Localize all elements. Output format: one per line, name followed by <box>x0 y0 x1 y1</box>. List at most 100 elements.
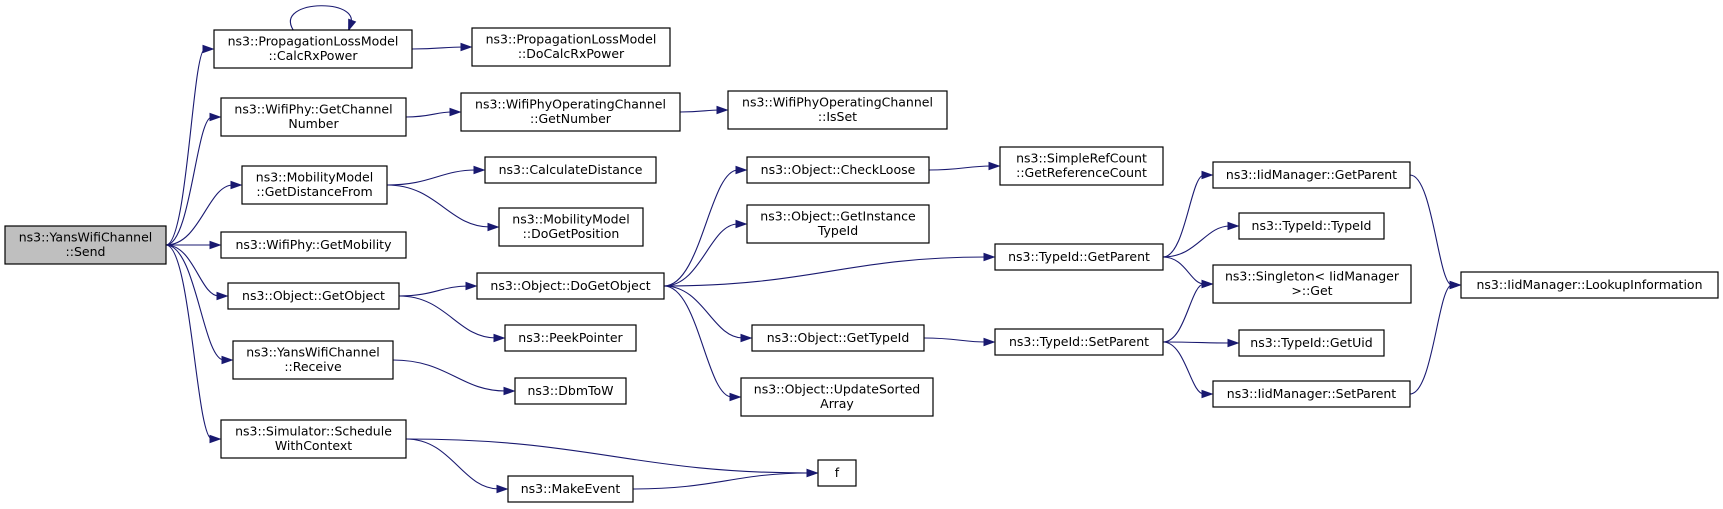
node-calcrx[interactable]: ns3::PropagationLossModel::CalcRxPower <box>213 29 413 69</box>
edge-arrowhead <box>493 333 506 343</box>
node-box <box>999 146 1164 186</box>
edge-line <box>663 285 733 398</box>
edge-arrowhead <box>1227 338 1240 348</box>
node-label: ns3::Singleton< IidManager <box>1225 269 1400 284</box>
edge-makeevent-to-f <box>632 468 819 490</box>
edge-arrowhead <box>209 240 222 250</box>
node-box <box>220 419 407 459</box>
node-singleton[interactable]: ns3::Singleton< IidManager >::Get <box>1212 264 1412 304</box>
edge-dogetobject-to-tgetparent <box>663 252 996 287</box>
edge-line <box>405 438 810 474</box>
node-label: ns3::TypeId::SetParent <box>1009 334 1149 349</box>
node-box <box>227 282 400 310</box>
edge-arrowhead <box>503 386 516 396</box>
node-lookup[interactable]: ns3::IidManager::LookupInformation <box>1460 271 1719 299</box>
node-typeidctor[interactable]: ns3::TypeId::TypeId <box>1238 212 1385 240</box>
edge-schedule-to-f <box>405 438 819 478</box>
edge-line <box>290 5 352 31</box>
node-getdistfrom[interactable]: ns3::MobilityModel::GetDistanceFrom <box>241 165 388 205</box>
node-label: ns3::YansWifiChannel <box>19 230 153 245</box>
node-label: ns3::IidManager::SetParent <box>1227 386 1397 401</box>
edge-line <box>386 184 491 228</box>
node-getmobility[interactable]: ns3::WifiPhy::GetMobility <box>220 231 407 259</box>
node-iidgetparent[interactable]: ns3::IidManager::GetParent <box>1212 161 1411 189</box>
node-f[interactable]: f <box>817 459 857 487</box>
node-getrefcount[interactable]: ns3::SimpleRefCount::GetReferenceCount <box>999 146 1164 186</box>
edge-send-to-receive <box>165 244 234 365</box>
edge-arrowhead <box>983 252 996 262</box>
node-label: ::DoGetPosition <box>523 226 620 241</box>
node-send[interactable]: ns3::YansWifiChannel::Send <box>4 225 167 265</box>
node-label: ns3::PropagationLossModel <box>228 34 399 49</box>
node-label: Array <box>820 396 854 411</box>
node-label: ::GetNumber <box>530 111 612 126</box>
node-getobject[interactable]: ns3::Object::GetObject <box>227 282 400 310</box>
node-label: ::GetReferenceCount <box>1016 165 1147 180</box>
node-checkloose[interactable]: ns3::Object::CheckLoose <box>746 156 930 184</box>
edge-line <box>1162 256 1205 285</box>
edge-arrowhead <box>806 468 819 478</box>
node-peekpointer[interactable]: ns3::PeekPointer <box>504 324 637 352</box>
node-receive[interactable]: ns3::YansWifiChannel::Receive <box>232 340 394 380</box>
node-box <box>471 27 671 67</box>
node-objgettypeid[interactable]: ns3::Object::GetTypeId <box>751 324 925 352</box>
node-label: ns3::TypeId::TypeId <box>1252 218 1372 233</box>
edge-send-to-getdistfrom <box>165 180 243 246</box>
edge-dogetobject-to-getinsttypeid <box>663 219 748 287</box>
edge-getobject-to-dogetobject <box>398 281 478 297</box>
node-box <box>1212 264 1412 304</box>
edge-objgettypeid-to-tsetparent <box>923 337 996 347</box>
node-label: ns3::CalculateDistance <box>499 162 643 177</box>
edge-dogetobject-to-objgettypeid <box>663 285 753 343</box>
node-label: ns3::WifiPhyOperatingChannel <box>475 97 666 112</box>
node-iidsetparent[interactable]: ns3::IidManager::SetParent <box>1212 380 1411 408</box>
edge-dogetobject-to-updatesorted <box>663 285 742 402</box>
node-makeevent[interactable]: ns3::MakeEvent <box>507 475 634 503</box>
node-label: ns3::Object::GetTypeId <box>767 330 910 345</box>
node-opisset[interactable]: ns3::WifiPhyOperatingChannel::IsSet <box>727 90 948 130</box>
edge-arrowhead <box>209 434 222 444</box>
edge-line <box>1162 341 1231 344</box>
edge-arrowhead <box>449 107 462 117</box>
node-box <box>727 90 948 130</box>
node-dbmtow[interactable]: ns3::DbmToW <box>514 377 627 405</box>
node-calcdist[interactable]: ns3::CalculateDistance <box>484 156 657 184</box>
node-layer: ns3::YansWifiChannel::Send ns3::Propagati… <box>4 27 1719 503</box>
edge-line <box>1409 174 1453 286</box>
edge-line <box>632 472 810 490</box>
edge-tsetparent-to-getuid <box>1162 338 1240 348</box>
edge-dogetobject-to-checkloose <box>663 165 748 287</box>
edge-line <box>663 223 739 287</box>
edge-line <box>1162 225 1231 258</box>
edge-getdistfrom-to-calcdist <box>386 165 486 186</box>
edge-arrowhead <box>1201 389 1214 399</box>
edge-line <box>165 116 213 246</box>
node-getuid[interactable]: ns3::TypeId::GetUid <box>1238 329 1385 357</box>
node-opgetnumber[interactable]: ns3::WifiPhyOperatingChannel::GetNumber <box>460 92 681 132</box>
edge-line <box>411 46 464 50</box>
edge-layer <box>165 5 1462 494</box>
node-box <box>994 243 1164 271</box>
edge-arrowhead <box>983 337 996 347</box>
edge-line <box>405 438 500 490</box>
node-box <box>241 165 388 205</box>
node-tgetparent[interactable]: ns3::TypeId::GetParent <box>994 243 1164 271</box>
node-label: ::CalcRxPower <box>268 48 358 63</box>
edge-line <box>679 109 720 113</box>
edge-arrowhead <box>202 44 215 54</box>
edge-line <box>928 165 992 171</box>
node-dogetpos[interactable]: ns3::MobilityModel::DoGetPosition <box>498 207 644 247</box>
edge-line <box>398 295 497 339</box>
node-tsetparent[interactable]: ns3::TypeId::SetParent <box>994 328 1164 356</box>
node-dogetobject[interactable]: ns3::Object::DoGetObject <box>476 272 665 300</box>
node-label: WithContext <box>275 438 352 453</box>
edge-calcrx-to-calcrx <box>290 5 357 32</box>
edge-line <box>923 337 987 343</box>
node-docalcrx[interactable]: ns3::PropagationLossModel::DoCalcRxPower <box>471 27 671 67</box>
node-label: ::IsSet <box>818 109 857 124</box>
